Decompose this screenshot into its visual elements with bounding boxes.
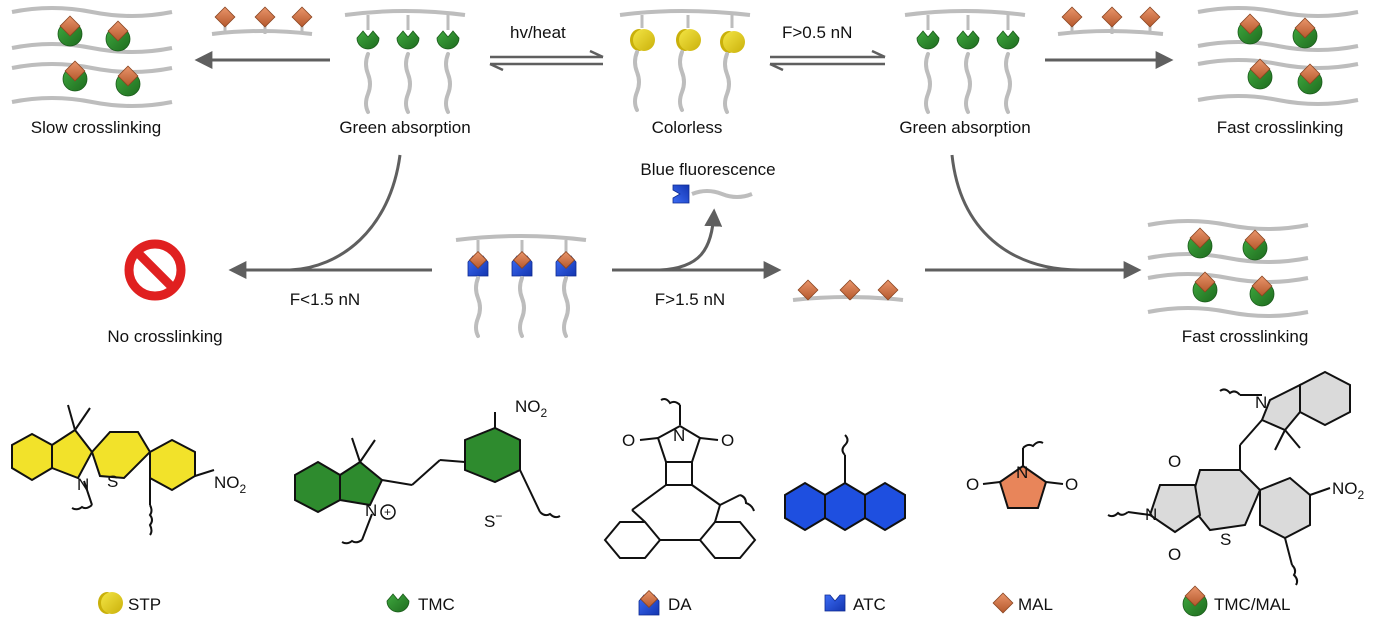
tmcmal-nitrogen-top: N: [1255, 393, 1267, 412]
legend-tmc-mal: TMC/MAL: [1182, 585, 1291, 617]
fast-crosslinking-network-bottom: [1147, 219, 1309, 318]
fast-crosslinking-bottom-label: Fast crosslinking: [1182, 327, 1309, 346]
curve-arrow-left: [289, 154, 402, 272]
stp-sulfur: S: [107, 472, 118, 491]
tmc-mal-structure: [1107, 370, 1351, 586]
legend-atc-label: ATC: [853, 595, 886, 614]
legend-da: DA: [638, 590, 692, 616]
tmc-plus: +: [384, 505, 391, 519]
mal-structure: [982, 441, 1064, 509]
tmcmal-sulfur: S: [1220, 530, 1231, 549]
atc-fragment: [672, 184, 753, 204]
tmc-polymer-left: [344, 9, 466, 114]
tmc-nitro: NO2: [515, 397, 548, 420]
mal-chain-middle: [792, 279, 904, 302]
tmc-polymer-right: [904, 9, 1026, 114]
da-structure: [603, 398, 757, 559]
mal-chain-top-right: [1057, 6, 1164, 36]
da-oxygen-left: O: [622, 431, 635, 450]
stp-nitro: NO2: [214, 473, 247, 496]
legend-tmc: TMC: [386, 593, 455, 614]
mal-chain-top-left: [211, 6, 313, 36]
da-polymer: [455, 234, 587, 338]
mal-nitrogen: N: [1016, 463, 1028, 482]
tmcmal-oxygen-bottom: O: [1168, 545, 1181, 564]
tmcmal-nitro: NO2: [1332, 479, 1365, 502]
blue-fluorescence-label: Blue fluorescence: [640, 160, 775, 179]
tmc-plus-circle: [380, 504, 396, 520]
green-absorption-left-label: Green absorption: [339, 118, 470, 137]
slow-crosslinking-label: Slow crosslinking: [31, 118, 161, 137]
legend-mal: MAL: [992, 592, 1053, 614]
colorless-label: Colorless: [652, 118, 723, 137]
tmcmal-nitrogen-left: N: [1145, 505, 1157, 524]
tmc-sulfur: S−: [484, 509, 502, 531]
force-lt-label: F<1.5 nN: [290, 290, 360, 309]
fast-crosslinking-top-label: Fast crosslinking: [1217, 118, 1344, 137]
mal-oxygen-left: O: [966, 475, 979, 494]
fast-crosslinking-network-top: [1197, 6, 1359, 106]
legend-stp: STP: [98, 592, 161, 614]
legend-stp-label: STP: [128, 595, 161, 614]
legend-mal-label: MAL: [1018, 595, 1053, 614]
force-gt-label: F>1.5 nN: [655, 290, 725, 309]
tmc-nitrogen: N: [365, 501, 377, 520]
legend-tmc-label: TMC: [418, 595, 455, 614]
no-crosslinking-icon: [124, 239, 186, 301]
stp-nitrogen: N: [77, 475, 89, 494]
da-nitrogen: N: [673, 426, 685, 445]
force-low-label: F>0.5 nN: [782, 23, 852, 42]
green-absorption-right-label: Green absorption: [899, 118, 1030, 137]
da-oxygen-right: O: [721, 431, 734, 450]
mal-oxygen-right: O: [1065, 475, 1078, 494]
atc-structure: [784, 434, 906, 532]
slow-crosslinking-network: [11, 6, 173, 108]
stp-polymer: [619, 9, 751, 114]
tmcmal-oxygen-top: O: [1168, 452, 1181, 471]
legend-atc: ATC: [824, 594, 886, 614]
curve-arrow-right: [950, 154, 1081, 272]
branch-arrow-fluorescence: [659, 208, 723, 272]
stp-structure: [11, 404, 215, 536]
no-crosslinking-label: No crosslinking: [107, 327, 222, 346]
tmc-structure: [294, 412, 561, 545]
hv-heat-equilibrium: [489, 49, 604, 72]
legend-da-label: DA: [668, 595, 692, 614]
force-equilibrium: [769, 49, 886, 72]
hv-heat-label: hv/heat: [510, 23, 566, 42]
legend-tmc-mal-label: TMC/MAL: [1214, 595, 1291, 614]
